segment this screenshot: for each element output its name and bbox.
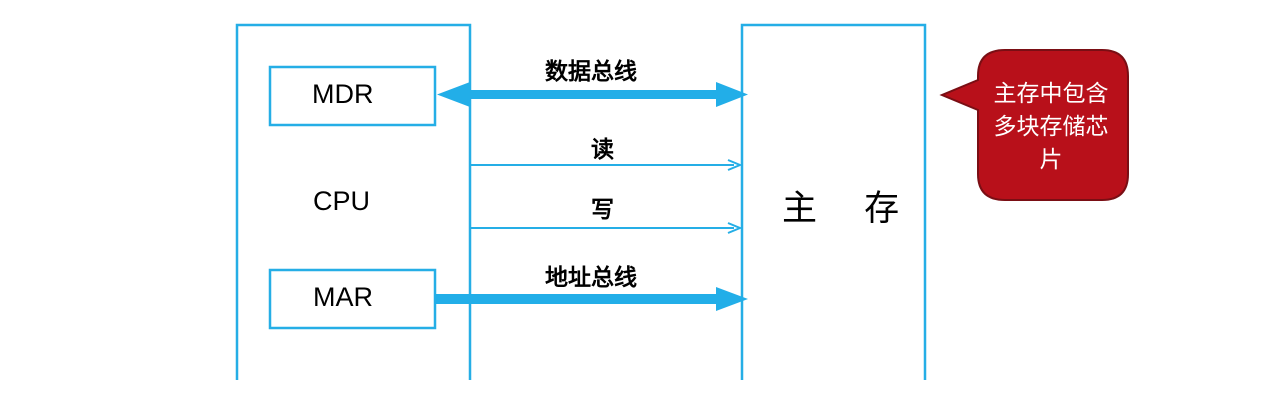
read-label: 读 <box>591 137 614 163</box>
cpu-label: CPU <box>313 186 371 216</box>
callout-text: 主存中包含多块存储芯片 <box>993 81 1109 173</box>
data-bus-arrow <box>437 82 748 107</box>
memory-label: 主 存 <box>782 189 918 229</box>
data-bus-label: 数据总线 <box>545 59 637 85</box>
callout-bubble <box>939 49 1129 201</box>
cpu-block <box>235 23 472 380</box>
write-line-arrow <box>470 222 743 234</box>
memory-block <box>740 23 927 380</box>
mar-label: MAR <box>313 282 373 312</box>
read-line-arrow <box>470 159 743 171</box>
mdr-label: MDR <box>312 79 374 109</box>
mdr-register <box>268 65 437 127</box>
address-bus-label: 地址总线 <box>545 265 637 291</box>
write-label: 写 <box>591 197 614 223</box>
address-bus-arrow <box>435 287 748 311</box>
